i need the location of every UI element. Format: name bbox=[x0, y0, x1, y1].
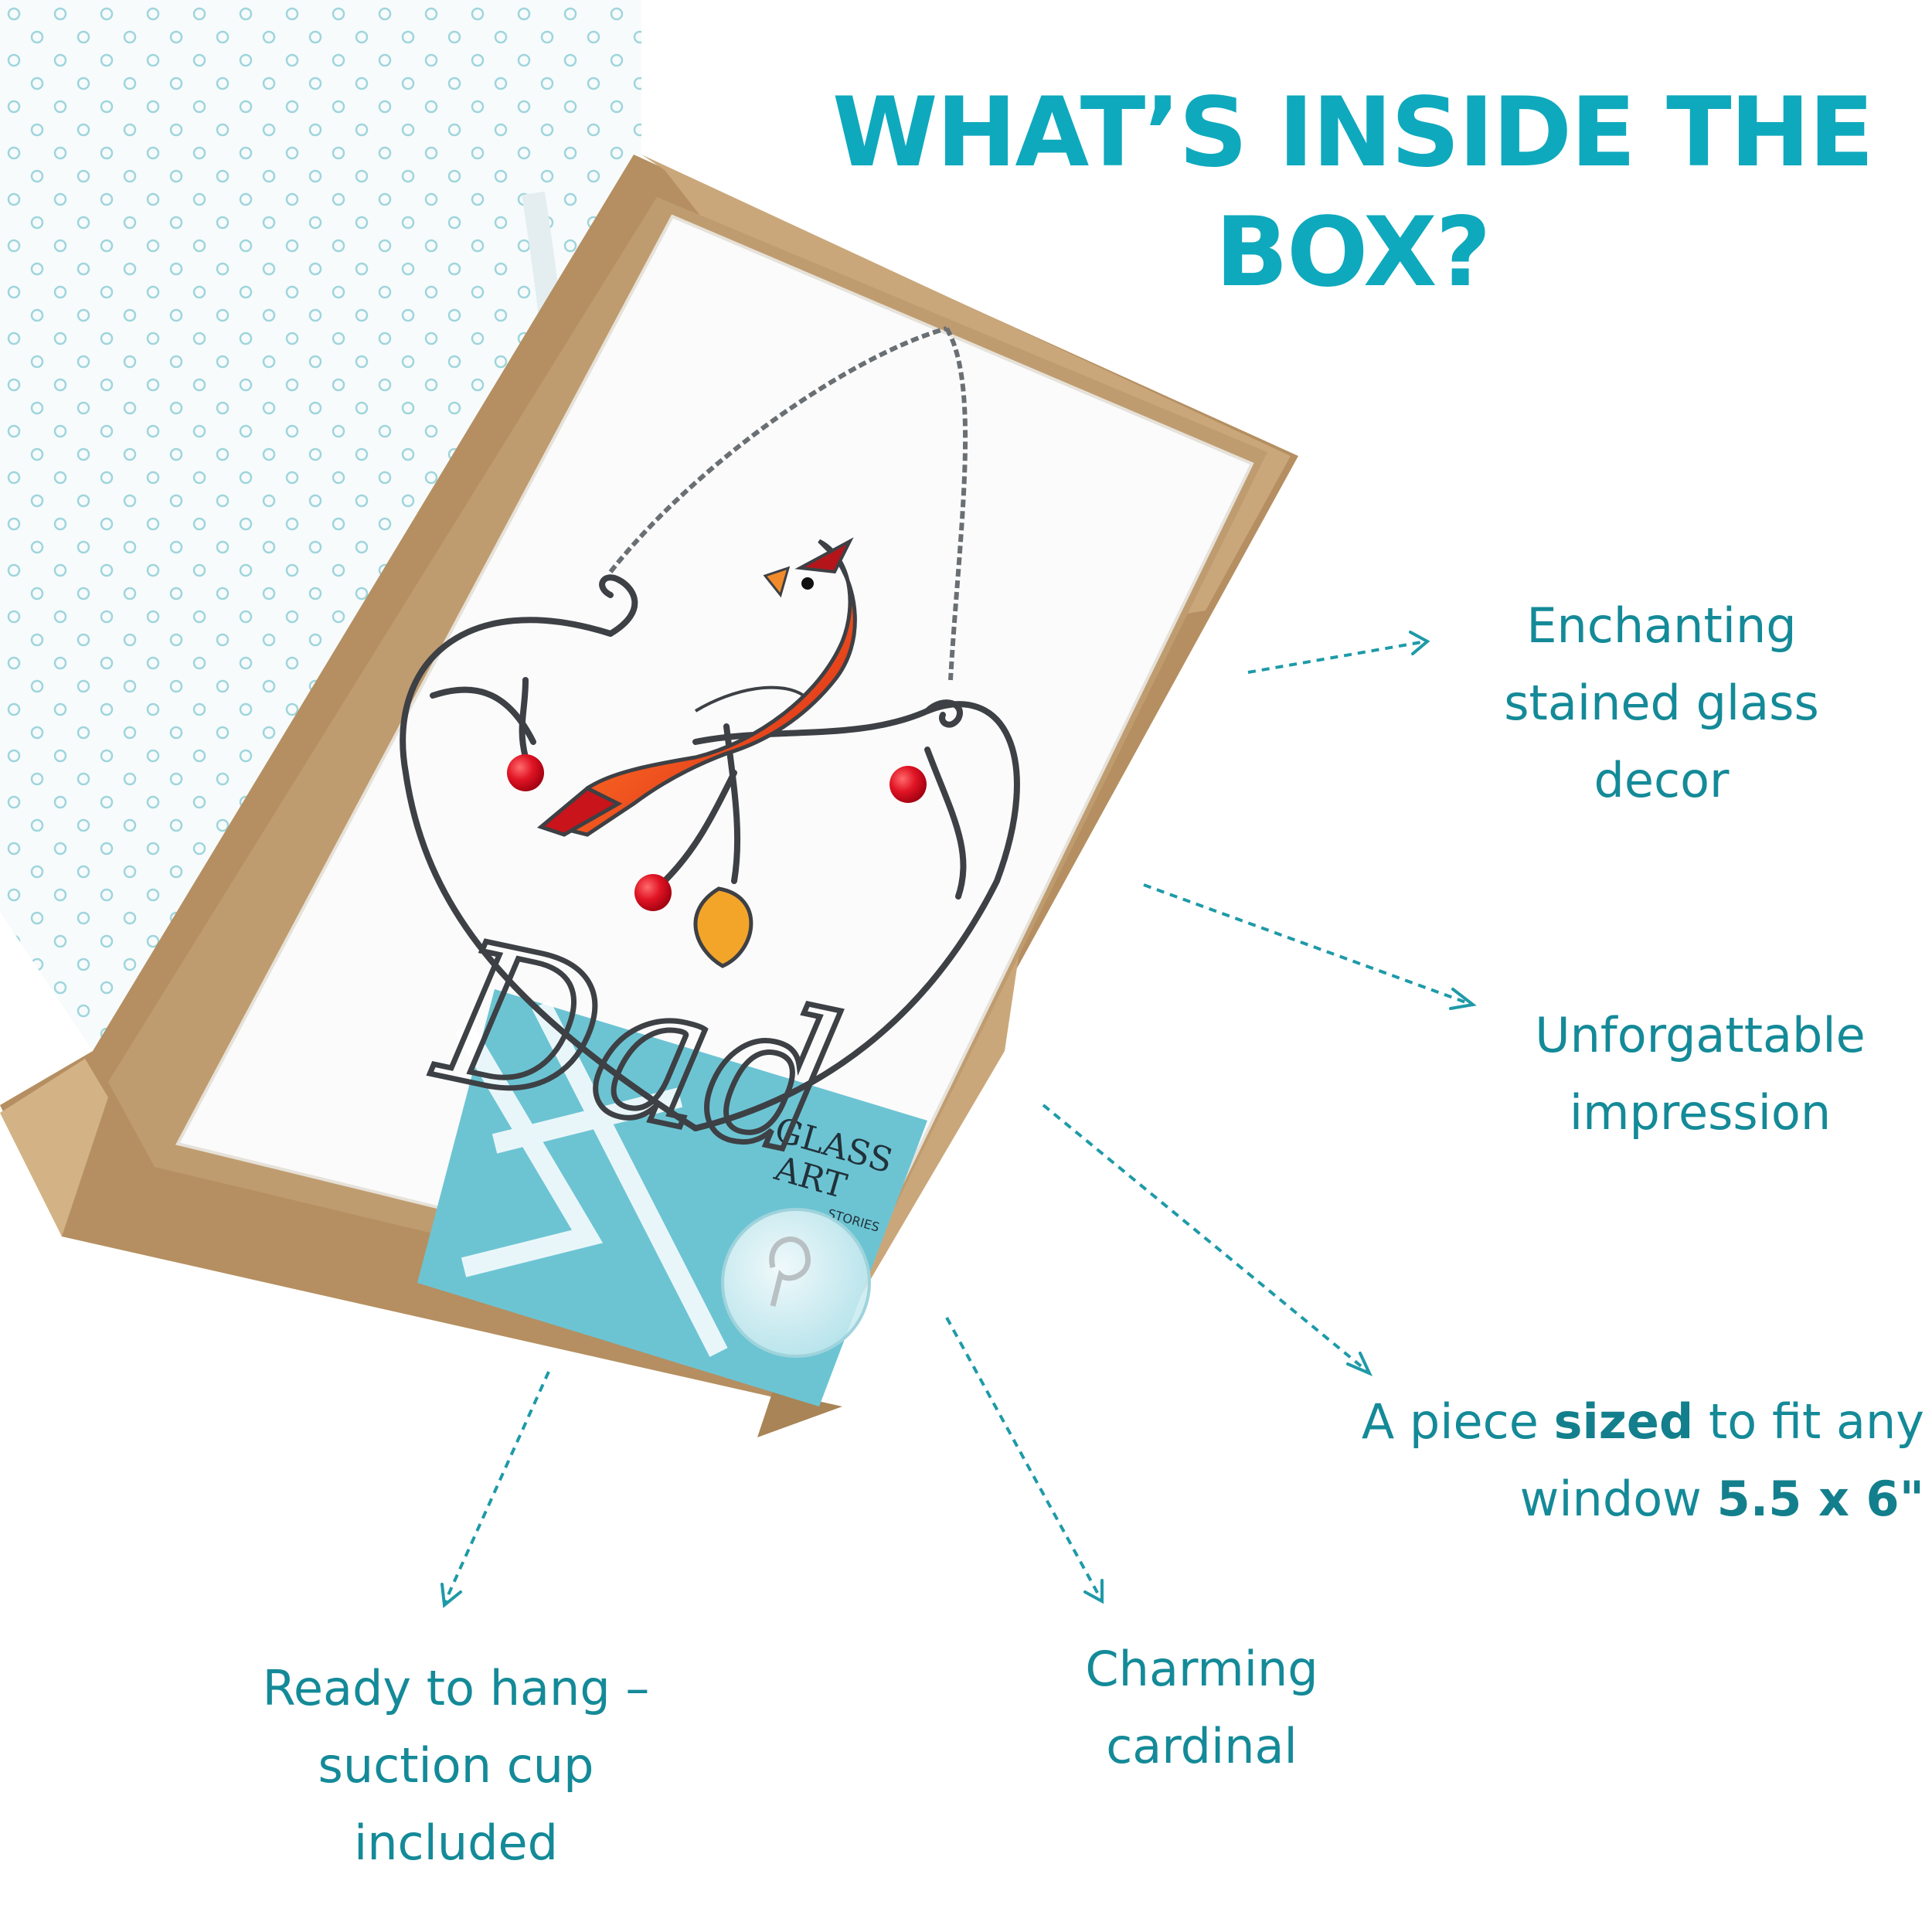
feature-decor: Enchanting stained glass decor bbox=[1422, 587, 1901, 819]
feature-hang: Ready to hang – suction cup included bbox=[209, 1650, 703, 1882]
feature-hang-line3: included bbox=[354, 1815, 558, 1871]
suction-cup bbox=[721, 1208, 871, 1358]
headline-line2: BOX? bbox=[1215, 197, 1491, 308]
feature-cardinal-line2: cardinal bbox=[1106, 1718, 1298, 1774]
feature-size: A piece sized to fit any window 5.5 x 6" bbox=[1267, 1383, 1924, 1538]
arrow-decor bbox=[1247, 640, 1427, 674]
arrow-size bbox=[1042, 1104, 1369, 1373]
feature-impression-line2: impression bbox=[1569, 1084, 1832, 1141]
callout-arrows bbox=[443, 640, 1473, 1604]
headline-line1: WHAT’S INSIDE THE bbox=[832, 77, 1874, 189]
arrow-impression bbox=[1143, 883, 1473, 1006]
feature-cardinal-line1: Charming bbox=[1085, 1641, 1318, 1697]
feature-decor-line3: decor bbox=[1594, 752, 1730, 808]
feature-hang-line2: suction cup bbox=[318, 1737, 594, 1794]
feature-impression: Unforgattable impression bbox=[1461, 997, 1932, 1151]
feature-size-line1: A piece sized to fit any bbox=[1361, 1393, 1924, 1450]
hanging-chain bbox=[608, 326, 968, 681]
red-berries bbox=[507, 754, 927, 911]
feature-decor-line2: stained glass bbox=[1504, 675, 1819, 731]
amber-leaf bbox=[693, 886, 753, 968]
arrow-cardinal bbox=[945, 1317, 1103, 1600]
page-headline: WHAT’S INSIDE THE BOX? bbox=[781, 73, 1924, 313]
arrow-hang bbox=[443, 1371, 550, 1604]
cardinal-bird bbox=[536, 537, 857, 837]
feature-hang-line1: Ready to hang – bbox=[262, 1660, 650, 1716]
feature-decor-line1: Enchanting bbox=[1526, 597, 1797, 654]
feature-impression-line1: Unforgattable bbox=[1535, 1007, 1866, 1063]
feature-cardinal: Charming cardinal bbox=[997, 1631, 1406, 1785]
wire-heart-frame bbox=[400, 574, 1020, 1131]
feature-size-line2: window 5.5 x 6" bbox=[1519, 1471, 1924, 1527]
